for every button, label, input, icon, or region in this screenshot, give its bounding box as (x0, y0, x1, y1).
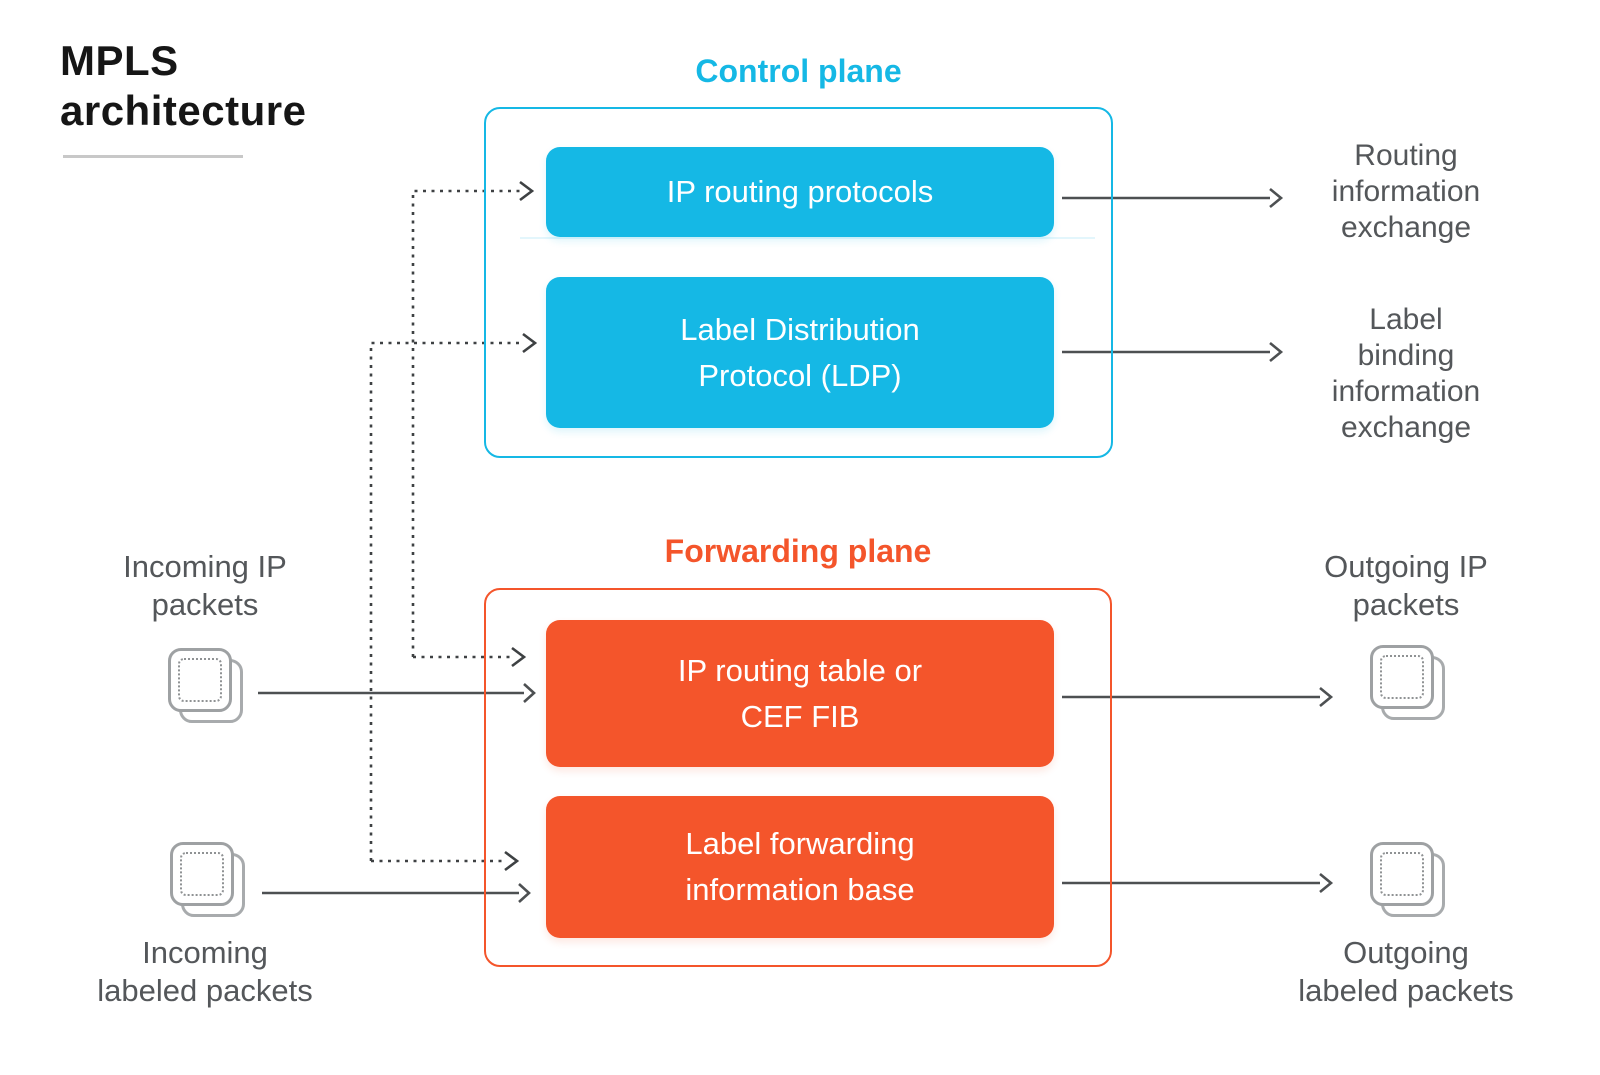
label-line: Outgoing IP (1324, 549, 1488, 584)
packet-inner-outline (180, 852, 224, 896)
page-title: MPLS architecture (60, 36, 306, 136)
label-line: Incoming IP (123, 549, 287, 584)
packet-inner-outline (1380, 852, 1424, 896)
outgoing-labeled-packet-icon (1370, 842, 1450, 922)
forwarding-plane-label: Forwarding plane (664, 533, 932, 569)
label-line: exchange (1340, 411, 1472, 444)
label-binding-information-exchange-label: Label binding information exchange (1256, 302, 1556, 446)
packet-front-sheet (1370, 645, 1434, 709)
node-label-line: Label forwarding (685, 826, 915, 861)
outgoing-ip-packet-icon (1370, 645, 1450, 725)
packet-inner-outline (178, 658, 222, 702)
outgoing-labeled-packets-label: Outgoing labeled packets (1256, 934, 1556, 1010)
node-label-line: Protocol (LDP) (698, 357, 902, 393)
title-underline (63, 155, 243, 158)
control-plane-divider (520, 237, 1095, 239)
outgoing-ip-packets-label: Outgoing IP packets (1256, 548, 1556, 624)
packet-front-sheet (170, 842, 234, 906)
node-label-line: IP routing table or (677, 652, 923, 688)
label-line: packets (151, 587, 259, 622)
page-title-line: MPLS (60, 37, 179, 84)
node-label-line: IP routing protocols (666, 174, 934, 209)
node-label-distribution-protocol: Label Distribution Protocol (LDP) (546, 277, 1054, 428)
node-ip-routing-table: IP routing table or CEF FIB (546, 620, 1054, 767)
incoming-ip-packets-label: Incoming IP packets (55, 548, 355, 624)
label-line: Outgoing (1343, 935, 1469, 970)
arrowhead-outgoing-labeled (1319, 872, 1334, 894)
packet-inner-outline (1380, 655, 1424, 699)
forwarding-plane-container (484, 588, 1112, 967)
incoming-labeled-packet-icon (170, 842, 250, 922)
node-label-line: CEF FIB (740, 698, 860, 734)
routing-information-exchange-label: Routing information exchange (1256, 138, 1556, 246)
packet-front-sheet (1370, 842, 1434, 906)
incoming-labeled-packets-label: Incoming labeled packets (55, 934, 355, 1010)
label-line: exchange (1340, 211, 1472, 244)
label-line: packets (1352, 587, 1460, 622)
packet-front-sheet (168, 648, 232, 712)
arrowhead-outgoing-ip (1319, 686, 1334, 708)
label-line: labeled packets (1298, 973, 1514, 1008)
label-line: binding (1357, 339, 1455, 372)
label-line: Label (1369, 303, 1443, 336)
label-line: information (1331, 175, 1481, 208)
label-line: Routing (1354, 139, 1458, 172)
label-line: Incoming (142, 935, 268, 970)
label-line: information (1331, 375, 1481, 408)
label-line: labeled packets (97, 973, 313, 1008)
node-label-line: information base (685, 872, 915, 907)
control-plane-container (484, 107, 1113, 458)
node-label-forwarding-information-base: Label forwarding information base (546, 796, 1054, 938)
node-label-line: Label Distribution (680, 311, 920, 347)
control-plane-label: Control plane (695, 53, 902, 89)
incoming-ip-packet-icon (168, 648, 248, 728)
node-ip-routing-protocols: IP routing protocols (546, 147, 1054, 237)
page-title-line: architecture (60, 87, 307, 134)
